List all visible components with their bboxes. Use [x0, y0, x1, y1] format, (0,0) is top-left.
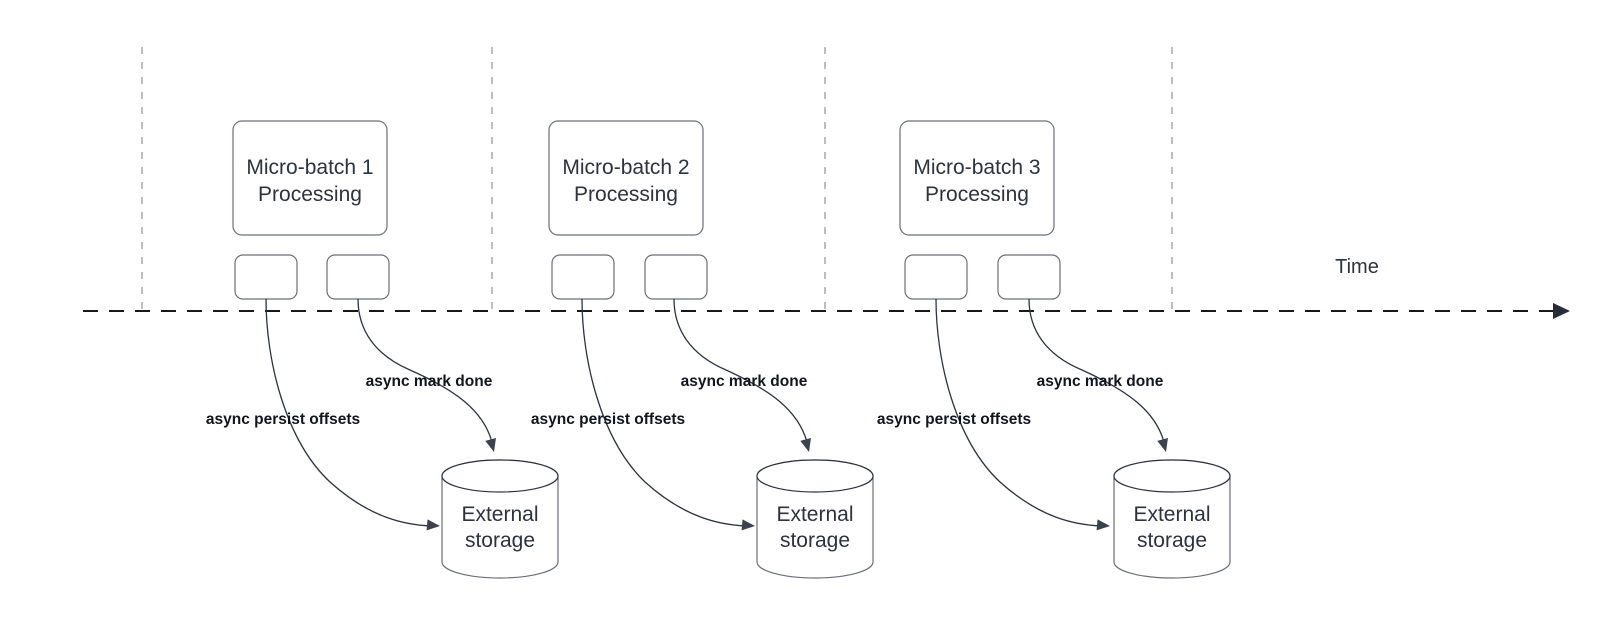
micro-batch-title: Micro-batch 1	[246, 156, 373, 179]
micro-batch-subtitle: Processing	[574, 183, 678, 206]
cylinder-top-ellipse	[756, 459, 874, 493]
micro-batch-box[interactable]	[548, 120, 704, 236]
cylinder-top-ellipse	[1113, 459, 1231, 493]
micro-batch-subtitle: Processing	[258, 183, 362, 206]
edge-persist-offsets-label: async persist offsets	[877, 411, 1031, 428]
edge-mark-done	[1028, 298, 1165, 443]
micro-batch-box[interactable]	[232, 120, 388, 236]
task-box-markdone[interactable]	[644, 254, 708, 300]
task-box-markdone[interactable]	[326, 254, 390, 300]
cylinder-top-ellipse	[441, 459, 559, 493]
time-axis-label: Time	[1335, 256, 1379, 278]
edge-persist-offsets-label: async persist offsets	[531, 411, 685, 428]
time-axis: Time	[83, 256, 1570, 319]
micro-batch-box[interactable]	[899, 120, 1055, 236]
external-storage-label-line1: External	[461, 503, 538, 526]
task-box-markdone[interactable]	[997, 254, 1061, 300]
external-storage-label-line1: External	[1133, 503, 1210, 526]
external-storage-label-line2: storage	[780, 529, 850, 552]
edge-persist-offsets-label: async persist offsets	[206, 411, 360, 428]
edge-mark-done-label: async mark done	[1037, 373, 1164, 390]
task-box-persist[interactable]	[904, 254, 968, 300]
external-storage-label-line2: storage	[465, 529, 535, 552]
edge-persist-offsets-arrowhead	[426, 519, 440, 531]
edge-mark-done-label: async mark done	[366, 373, 493, 390]
edge-mark-done-arrowhead	[800, 438, 811, 452]
micro-batch-title: Micro-batch 2	[562, 156, 689, 179]
external-storage-label-line2: storage	[1137, 529, 1207, 552]
edge-persist-offsets	[581, 298, 748, 527]
edge-persist-offsets	[935, 298, 1103, 527]
edge-persist-offsets-arrowhead	[1096, 519, 1110, 531]
task-box-persist[interactable]	[551, 254, 615, 300]
edge-mark-done-arrowhead	[485, 438, 496, 452]
micro-batch-title: Micro-batch 3	[913, 156, 1040, 179]
task-box-persist[interactable]	[234, 254, 298, 300]
edge-mark-done	[357, 298, 493, 443]
time-axis-arrowhead	[1553, 303, 1570, 319]
edge-mark-done-label: async mark done	[681, 373, 808, 390]
external-storage-label-line1: External	[776, 503, 853, 526]
edge-mark-done	[673, 298, 808, 443]
micro-batch-subtitle: Processing	[925, 183, 1029, 206]
edge-mark-done-arrowhead	[1157, 438, 1168, 452]
edge-persist-offsets-arrowhead	[741, 519, 755, 531]
edge-persist-offsets	[265, 298, 433, 527]
